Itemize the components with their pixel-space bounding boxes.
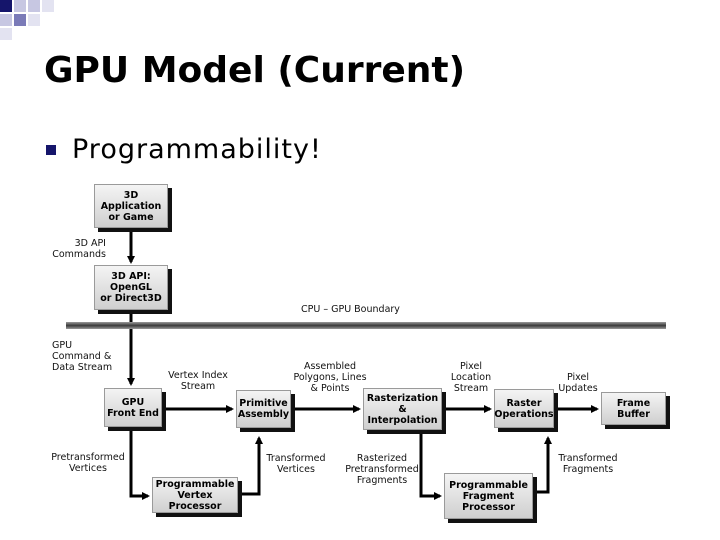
slide-title: GPU Model (Current) <box>44 50 466 91</box>
box-vertex-processor: Programmable Vertex Processor <box>152 477 238 513</box>
label-pixel-updates: Pixel Updates <box>558 372 598 394</box>
corner-square <box>42 0 54 12</box>
label-transformed-fragments: Transformed Fragments <box>558 453 618 475</box>
box-primitive-assembly: Primitive Assembly <box>236 390 291 428</box>
corner-square <box>28 14 40 26</box>
box-raster-operations: Raster Operations <box>494 389 554 428</box>
bullet-item: Programmability! <box>46 134 322 165</box>
label-rasterized-fragments: Rasterized Pretransformed Fragments <box>345 453 419 486</box>
bullet-text: Programmability! <box>72 134 322 165</box>
bullet-icon <box>46 144 56 155</box>
boundary-label: CPU – GPU Boundary <box>301 304 400 315</box>
label-command-stream: GPU Command & Data Stream <box>52 340 113 373</box>
corner-square <box>14 14 26 26</box>
arrow-raster-to-fragment <box>419 432 442 500</box>
label-transformed-vertices: Transformed Vertices <box>266 453 326 475</box>
label-assembled-polygons: Assembled Polygons, Lines & Points <box>293 361 367 394</box>
corner-square <box>14 0 26 12</box>
label-vertex-index-stream: Vertex Index Stream <box>168 370 228 392</box>
cpu-gpu-boundary-bar <box>66 322 666 329</box>
label-api-commands: 3D API Commands <box>52 238 106 260</box>
box-gpu-front-end: GPU Front End <box>104 388 162 427</box>
box-3d-api: 3D API: OpenGL or Direct3D <box>94 265 168 310</box>
box-rasterization: Rasterization & Interpolation <box>363 388 442 430</box>
box-frame-buffer: Frame Buffer <box>601 392 666 425</box>
arrow-fragment-to-ops <box>533 436 552 494</box>
box-fragment-processor: Programmable Fragment Processor <box>444 473 533 519</box>
arrow-frontend-to-vertex <box>129 427 150 500</box>
label-pretransformed-vertices: Pretransformed Vertices <box>51 452 125 474</box>
box-3d-application: 3D Application or Game <box>94 184 168 228</box>
arrow-vertex-to-assembly <box>238 436 263 496</box>
corner-square <box>0 28 12 40</box>
label-pixel-location-stream: Pixel Location Stream <box>450 361 492 394</box>
corner-square <box>0 0 12 12</box>
corner-square <box>0 14 12 26</box>
corner-square <box>28 0 40 12</box>
